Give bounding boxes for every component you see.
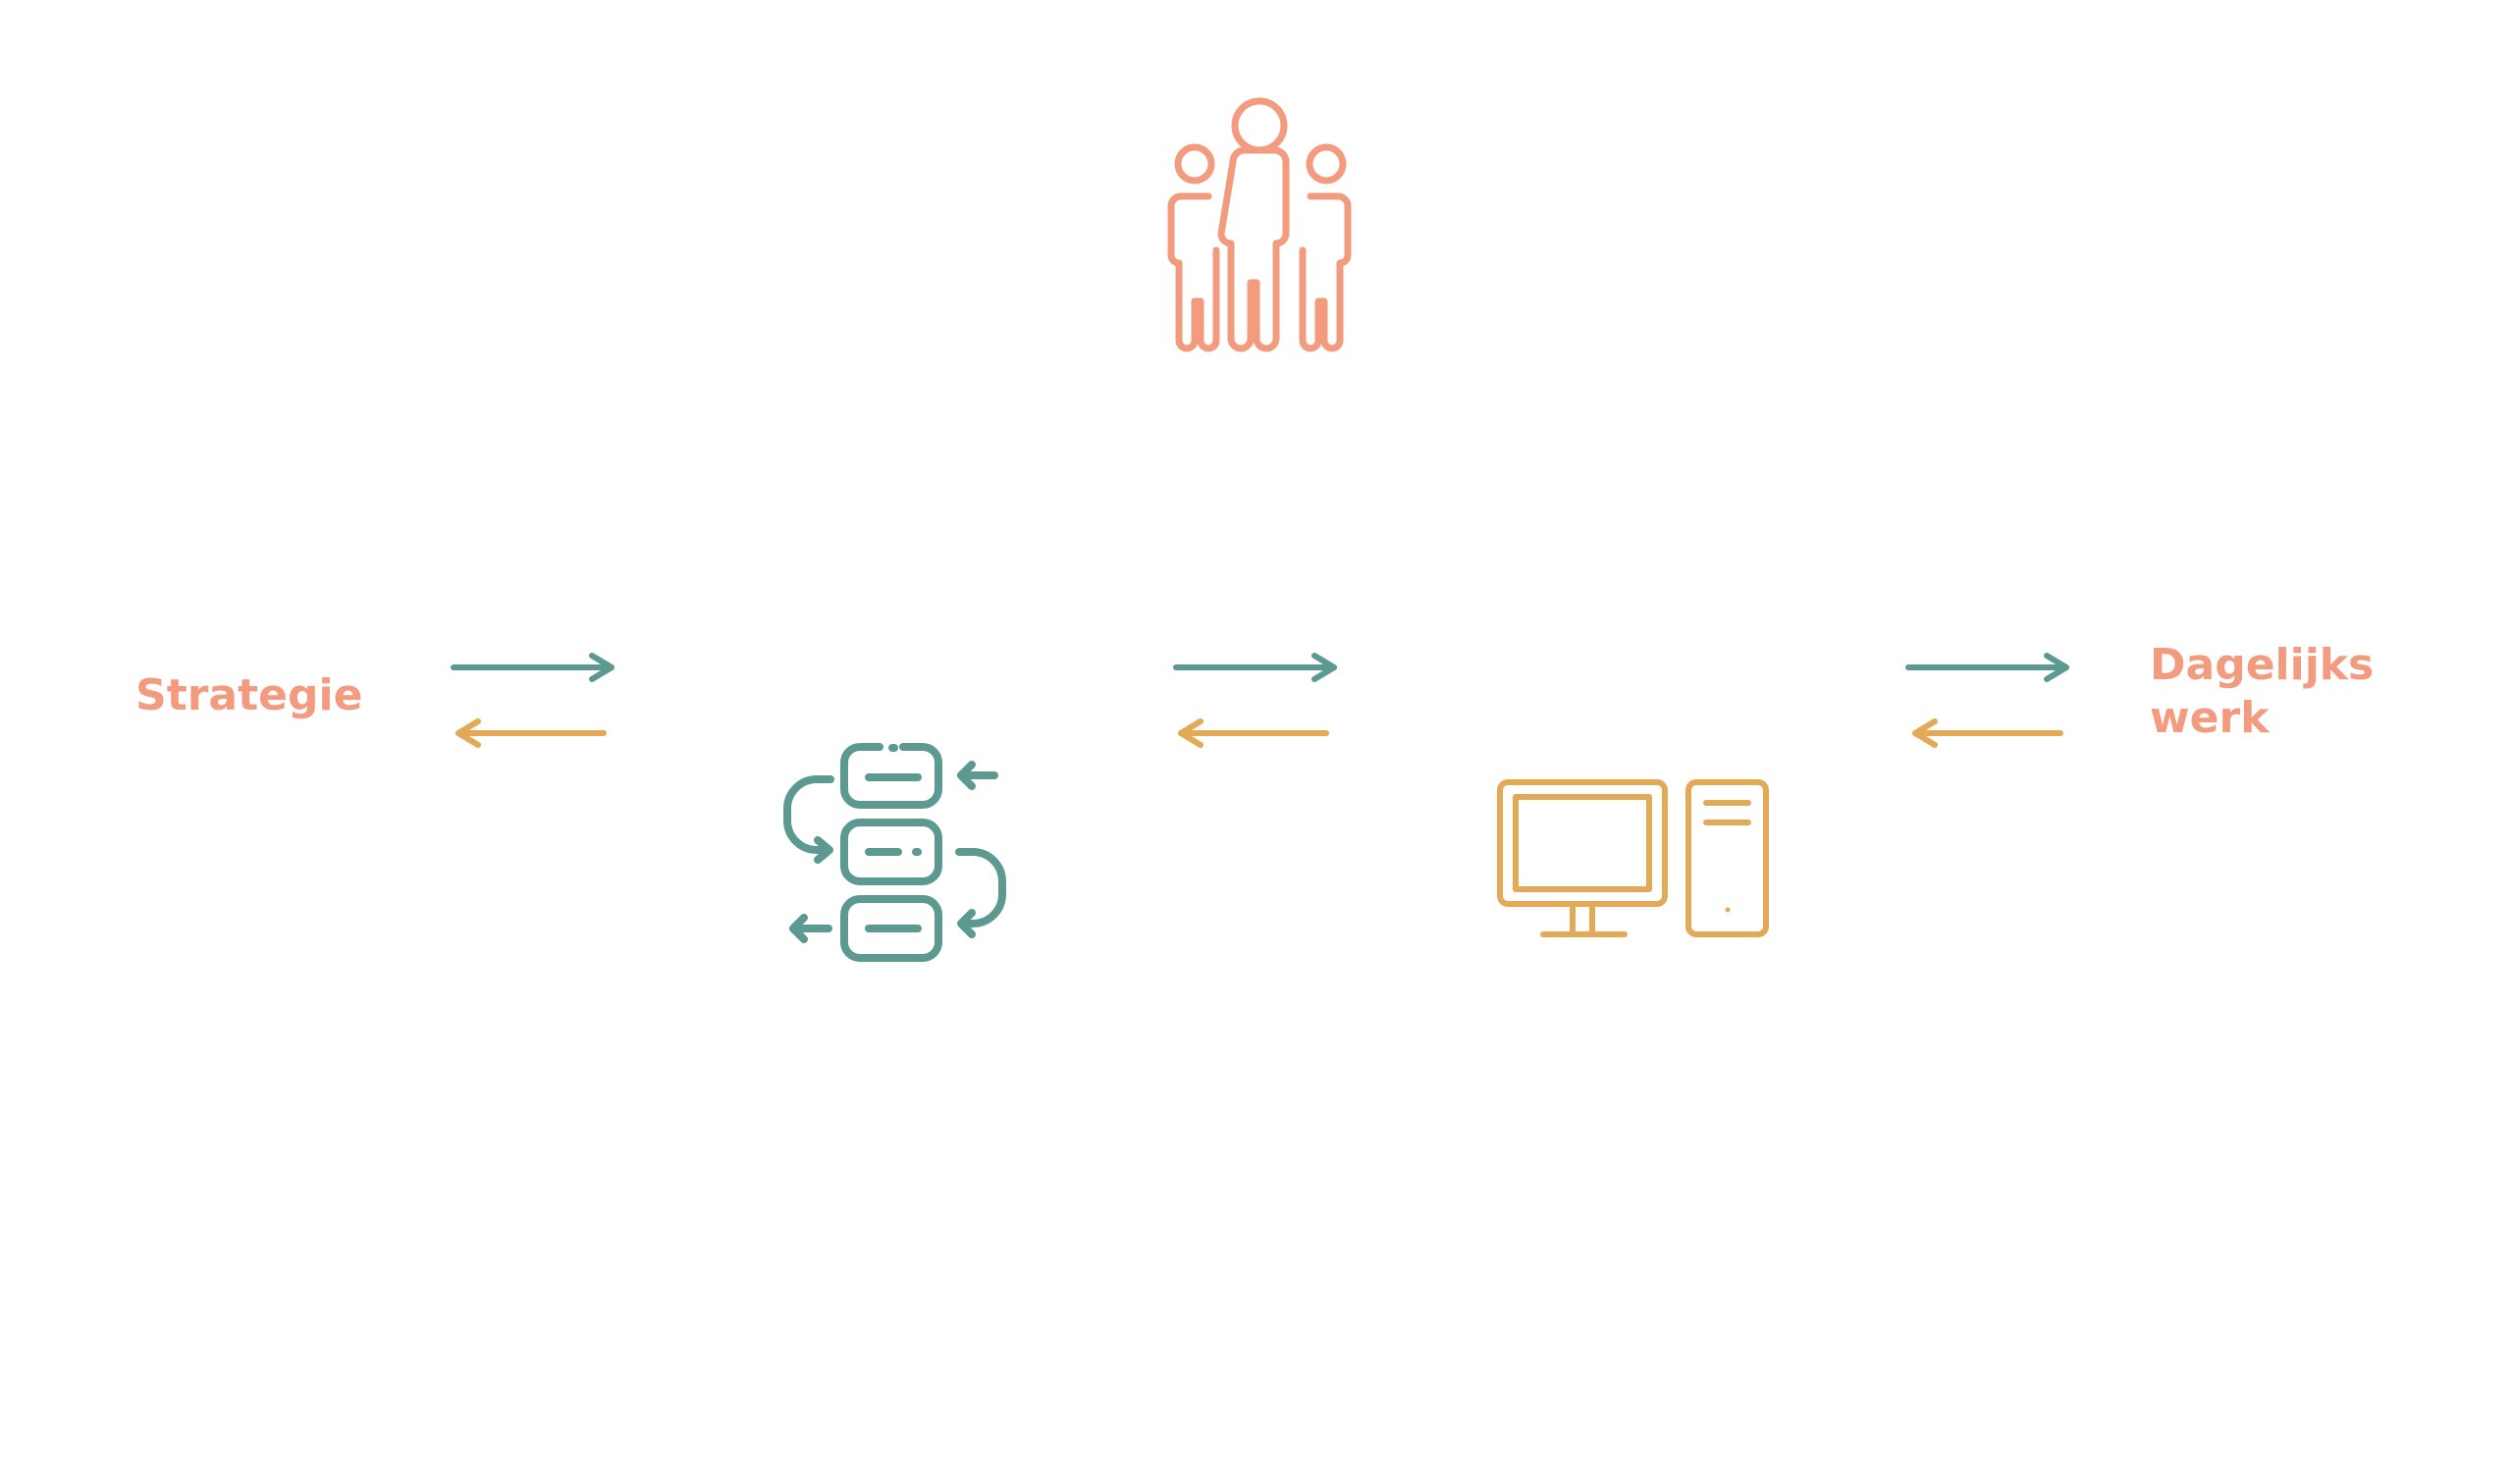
arrow-right-icon: [1905, 653, 2069, 682]
server-data-flow-icon: [783, 743, 1006, 962]
people-group-icon: [1167, 97, 1352, 352]
arrow-right-icon: [1173, 653, 1337, 682]
arrow-left-icon: [1178, 718, 1329, 748]
daily-work-label-line2: werk: [2150, 693, 2270, 743]
strategy-label: Strategie: [135, 670, 363, 720]
daily-work-label-line1: Dagelijks: [2150, 640, 2375, 690]
arrow-right-icon: [451, 653, 615, 682]
arrow-pair-right: [1905, 653, 2069, 748]
desktop-computer-icon: [1497, 779, 1769, 937]
arrow-pair-left: [451, 653, 615, 748]
arrow-left-icon: [1912, 718, 2063, 748]
arrow-left-icon: [455, 718, 607, 748]
daily-work-label: Dagelijks werk: [2150, 639, 2374, 745]
arrow-pair-middle: [1173, 653, 1337, 748]
